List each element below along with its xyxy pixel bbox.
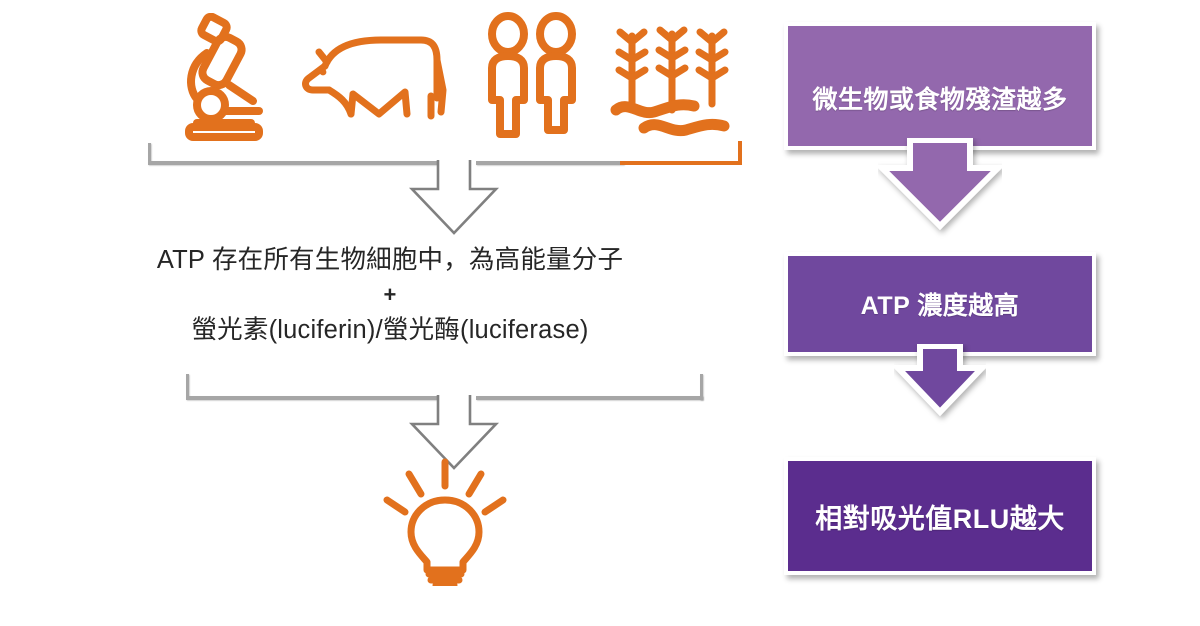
bracket-horizontal-right [476,161,624,165]
flow-arrow-1 [878,138,1002,231]
lightbulb-icon [383,458,507,589]
flow-box-atp: ATP 濃度越高 [784,252,1096,356]
bracket2-horizontal-left [186,396,438,400]
bracket-horizontal-orange [620,161,742,165]
down-arrow-to-light [408,395,500,470]
atp-line-2: 螢光素(luciferin)/螢光酶(luciferase) [191,316,589,344]
source-flow-panel: ATP 存在所有生物細胞中，為高能量分子 + 螢光素(luciferin)/螢光… [60,8,750,589]
bracket2-right-tick [700,374,703,400]
bracket2-horizontal-right [476,396,703,400]
reaction-bracket [186,374,706,470]
atp-plus-sign: + [383,282,397,307]
people-icon [472,8,592,148]
flow-box-rlu: 相對吸光值RLU越大 [784,457,1096,575]
flow-box-rlu-label: 相對吸光值RLU越大 [815,503,1065,534]
bracket-horizontal-left [148,161,438,165]
flow-box-atp-label: ATP 濃度越高 [860,292,1020,320]
crops-worms-icon [602,8,742,148]
down-arrow-to-atp [408,160,500,235]
cow-icon [290,8,460,148]
bracket-left-tick [148,143,151,163]
source-icons-row [150,8,750,148]
flow-box-microbes: 微生物或食物殘渣越多 [784,22,1096,150]
microscope-icon [162,8,282,148]
sources-bracket [148,141,744,235]
bracket-right-tick [738,141,742,165]
result-flow-panel: 微生物或食物殘渣越多 ATP 濃度越高 相對吸光值RLU越大 [770,0,1200,626]
atp-line-1: ATP 存在所有生物細胞中，為高能量分子 [156,246,624,274]
flow-box-microbes-label: 微生物或食物殘渣越多 [812,86,1068,114]
bracket2-left-tick [186,374,189,398]
atp-equation-text: ATP 存在所有生物細胞中，為高能量分子 + 螢光素(luciferin)/螢光… [60,240,720,350]
flow-arrow-2 [894,344,986,417]
